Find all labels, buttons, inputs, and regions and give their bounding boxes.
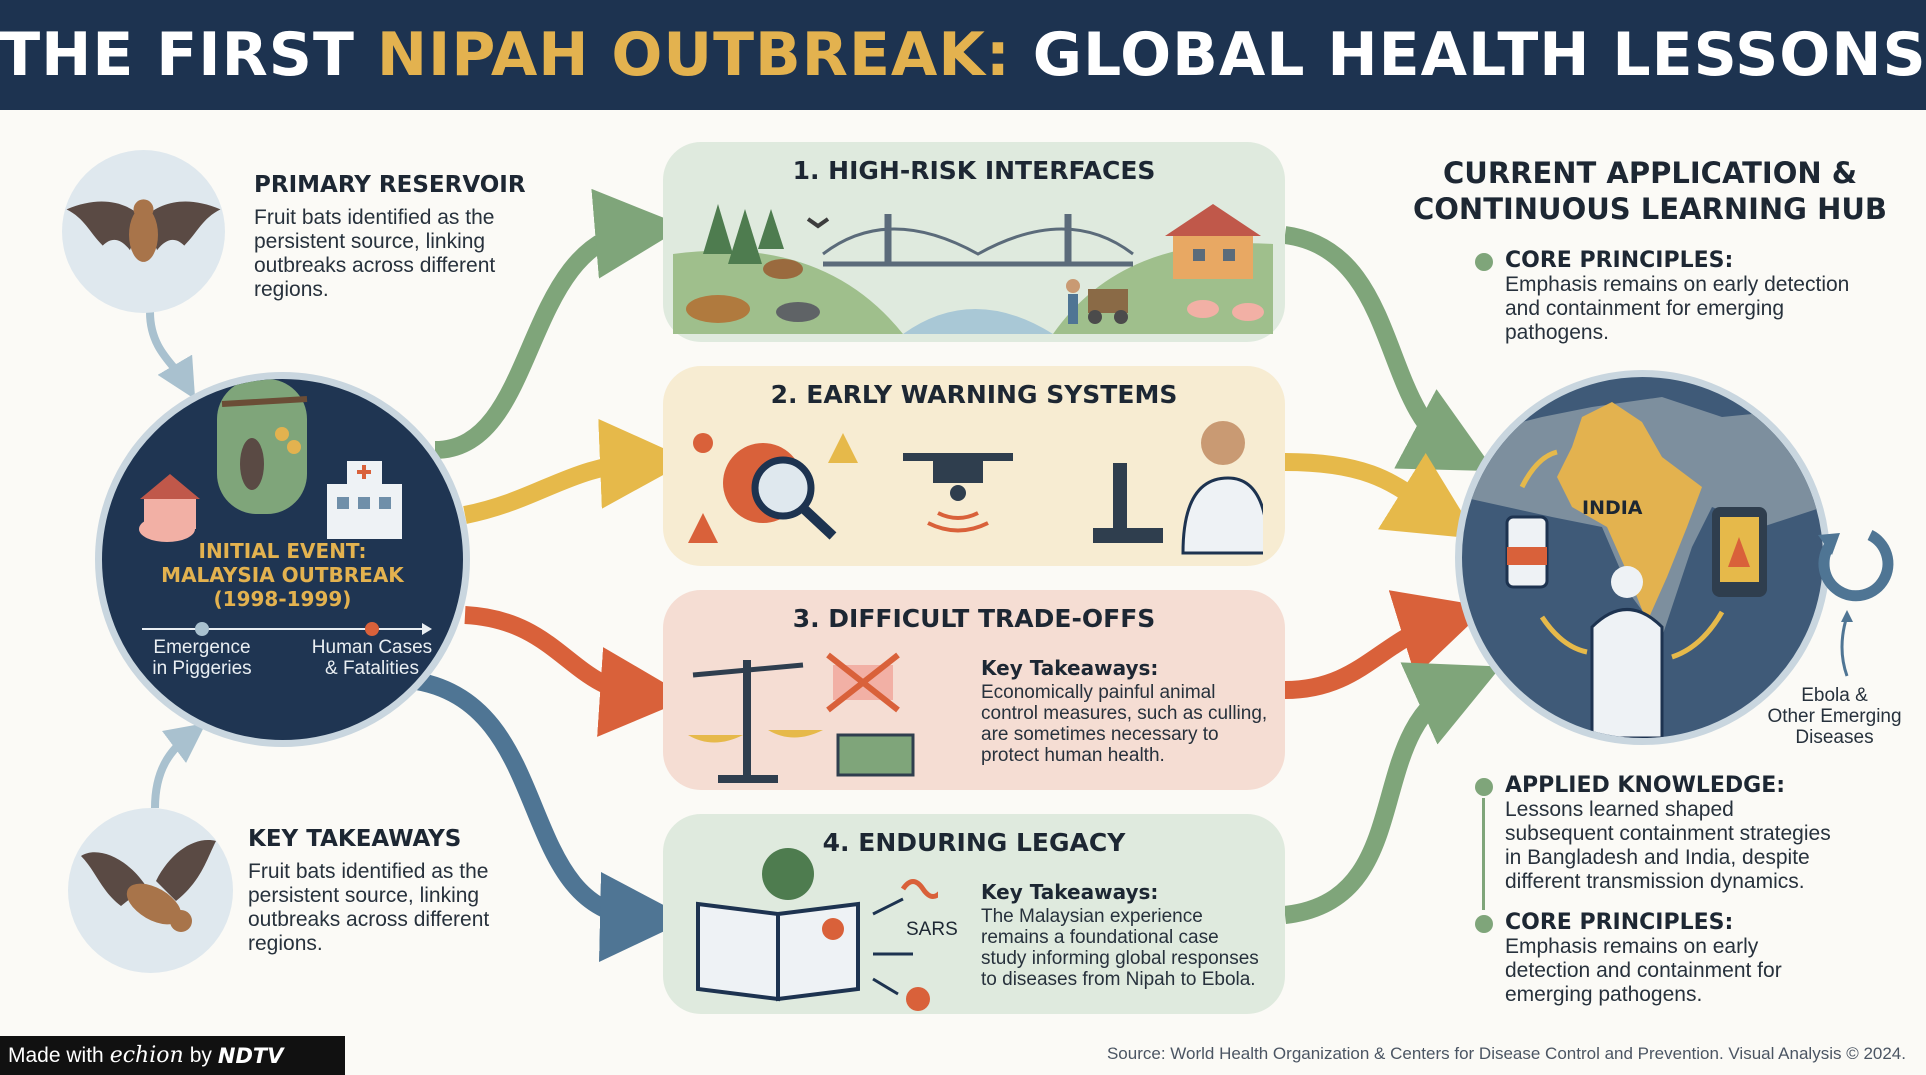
core-principles-title-2: CORE PRINCIPLES: [1505,910,1734,935]
sars-label: SARS [906,919,958,940]
source-credit: Source: World Health Organization & Cent… [1106,1044,1906,1063]
hub-label-emergence: Emergence in Piggeries [152,637,252,679]
ebola-label: Ebola & Other Emerging Diseases [1767,685,1902,748]
core-principles-text: Emphasis remains on early detection and … [1505,273,1850,344]
made-with-watermark[interactable]: Made with echion by NDTV [0,1036,345,1075]
book-icon [696,901,780,1002]
arrow-warning-to-globe [1284,452,1479,539]
bullet-dot [1475,253,1493,271]
right-heading: CURRENT APPLICATION & CONTINUOUS LEARNIN… [1413,156,1887,226]
legacy-illustration [696,848,938,1011]
bullet-dot [1475,915,1493,933]
panel-title: 2. EARLY WARNING SYSTEMS [770,380,1178,409]
timeline-dot-human [365,622,379,636]
panel-title: 3. DIFFICULT TRADE-OFFS [792,604,1156,633]
arrow-bat-bottom-to-hub [151,722,206,809]
bat-circle-bottom [68,808,233,973]
india-label: INDIA [1582,497,1643,519]
tradeoffs-kt-text: Economically painful animal control meas… [981,682,1268,766]
panel-difficult-trade-offs: 3. DIFFICULT TRADE-OFFS Key Takeaways: E… [663,590,1285,790]
arrow-to-warning [463,418,690,524]
takeaways-text: Fruit bats identified as the persistent … [248,860,490,955]
bird-icon [806,217,830,229]
legacy-kt-text: The Malaysian experience remains a found… [981,906,1259,990]
magnifier-icon [751,456,815,520]
cycle-icon [1818,530,1894,602]
reservoir-title: PRIMARY RESERVOIR [254,172,526,198]
panel-early-warning-systems: 2. EARLY WARNING SYSTEMS [663,366,1285,566]
hub-title: INITIAL EVENT: MALAYSIA OUTBREAK (1998-1… [161,539,404,611]
india-shape [1557,402,1702,622]
hub-label-human-cases: Human Cases & Fatalities [311,637,433,679]
application-globe: INDIA [1455,370,1830,745]
wolf-icon [776,302,820,322]
tradeoffs-kt-head: Key Takeaways: [981,656,1159,680]
page-title: THE FIRST NIPAH OUTBREAK: GLOBAL HEALTH … [0,20,1926,90]
alert-icon [1728,537,1750,567]
virus-icon [906,987,930,1011]
pig-icon [1232,303,1264,321]
panel-title: 1. HIGH-RISK INTERFACES [792,156,1156,185]
flying-bat-icon [80,839,216,932]
arrow-bat-top-to-hub [146,311,196,400]
alert-icon [688,513,718,543]
panel-enduring-legacy: 4. ENDURING LEGACY SARS Key Takeaways: T… [663,814,1285,1014]
interfaces-illustration [673,204,1273,334]
core-principles-title: CORE PRINCIPLES: [1505,248,1734,273]
reservoir-text: Fruit bats identified as the persistent … [254,206,496,301]
cross-icon [826,652,900,713]
hazmat-icon [1611,566,1643,598]
drone-icon [903,453,1013,461]
scale-icon [743,660,751,775]
tradeoffs-illustration [688,652,915,783]
warning-illustration [688,421,1263,555]
applied-knowledge-title: APPLIED KNOWLEDGE: [1505,773,1786,798]
hub-illustration [139,379,402,542]
cart-icon [1088,289,1128,313]
arrow-legacy-to-globe [1283,662,1502,924]
panel-high-risk-interfaces: 1. HIGH-RISK INTERFACES [663,142,1285,342]
microscope-icon [1093,528,1163,543]
timeline-dot-emergence [195,622,209,636]
title-bar: THE FIRST NIPAH OUTBREAK: GLOBAL HEALTH … [0,0,1926,110]
bat-icon [66,198,221,262]
bullet-dot [1475,778,1493,796]
arrow-to-tradeoffs [464,606,690,737]
pig-icon [1187,300,1219,318]
ndtv-logo: NDTV [217,1043,284,1068]
alert-icon [828,433,858,463]
bullet-connector [1482,798,1485,910]
deer-icon [763,259,803,279]
arrow-interfaces-to-globe [1283,226,1495,472]
legacy-kt-head: Key Takeaways: [981,880,1159,904]
arrow-to-interfaces [434,188,685,459]
timeline [142,622,432,636]
scientist-icon [1201,421,1245,465]
bat-circle-top [62,150,225,313]
ebola-pointer [1840,610,1853,677]
arrow-tradeoffs-to-globe [1284,590,1489,699]
farmer-icon [1066,279,1080,293]
farmhouse-icon [1173,234,1253,279]
arrow-to-legacy [408,671,690,962]
takeaways-title: KEY TAKEAWAYS [248,826,462,852]
panel-title: 4. ENDURING LEGACY [822,828,1126,857]
globe-icon [762,848,814,900]
lion-icon [686,295,750,323]
globe-map [1462,397,1823,738]
applied-knowledge-text: Lessons learned shaped subsequent contai… [1505,798,1831,893]
money-icon [836,733,915,777]
initial-event-hub: INITIAL EVENT: MALAYSIA OUTBREAK (1998-1… [95,372,470,747]
core-principles-text-2: Emphasis remains on early detection and … [1505,935,1782,1006]
echion-logo: echion [109,1043,184,1068]
